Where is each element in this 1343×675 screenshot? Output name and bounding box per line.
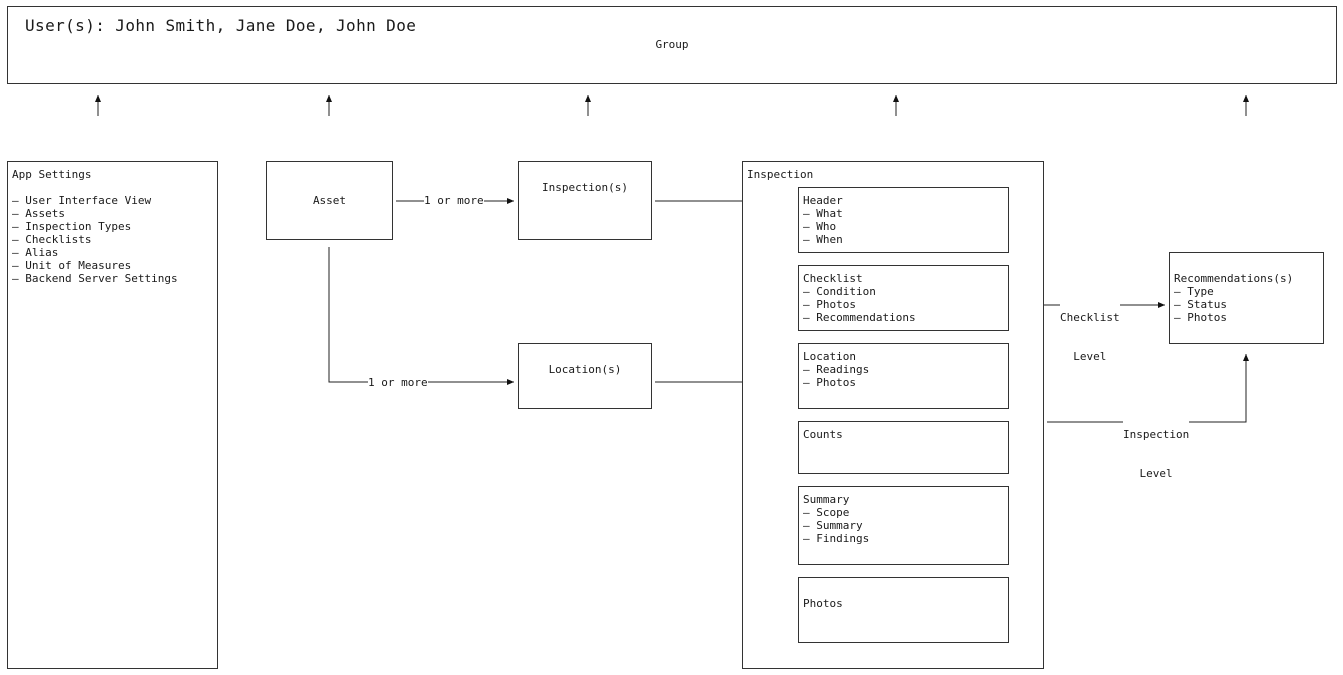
- header-item: What: [803, 207, 1004, 220]
- inspection-location-box: Location Readings Photos: [798, 343, 1009, 409]
- inspections-box: Inspection(s): [518, 161, 652, 240]
- app-settings-list: User Interface View Assets Inspection Ty…: [12, 194, 213, 285]
- checklist-list: Condition Photos Recommendations: [803, 285, 1004, 324]
- checklist-item: Photos: [803, 298, 1004, 311]
- locations-title: Location(s): [548, 363, 622, 376]
- asset-title: Asset: [312, 194, 347, 207]
- header-list: What Who When: [803, 207, 1004, 246]
- inspection-summary-box: Summary Scope Summary Findings: [798, 486, 1009, 565]
- app-settings-item: Checklists: [12, 233, 213, 246]
- recommendations-item: Photos: [1174, 311, 1319, 324]
- summary-item: Summary: [803, 519, 1004, 532]
- app-settings-box: App Settings User Interface View Assets …: [7, 161, 218, 669]
- asset-box: Asset: [266, 161, 393, 240]
- edge-label-checklist-level: Checklist Level: [1060, 285, 1120, 376]
- summary-item: Scope: [803, 506, 1004, 519]
- inspection-header-box: Header What Who When: [798, 187, 1009, 253]
- location-item: Readings: [803, 363, 1004, 376]
- summary-item: Findings: [803, 532, 1004, 545]
- checklist-item: Condition: [803, 285, 1004, 298]
- app-settings-item: Alias: [12, 246, 213, 259]
- app-settings-title: App Settings: [12, 168, 92, 181]
- locations-box: Location(s): [518, 343, 652, 409]
- app-settings-item: User Interface View: [12, 194, 213, 207]
- edge-label-asset-inspections: 1 or more: [424, 194, 484, 207]
- inspection-title: Inspection: [747, 168, 814, 181]
- app-settings-item: Backend Server Settings: [12, 272, 213, 285]
- checklist-item: Recommendations: [803, 311, 1004, 324]
- counts-title: Counts: [803, 428, 843, 441]
- recommendations-item: Type: [1174, 285, 1319, 298]
- inspections-title: Inspection(s): [541, 181, 629, 194]
- photos-title: Photos: [803, 597, 843, 610]
- edge-label-inspection-level: Inspection Level: [1123, 402, 1190, 493]
- inspection-photos-box: Photos: [798, 577, 1009, 643]
- recommendations-title: Recommendations(s): [1174, 272, 1294, 285]
- summary-title: Summary: [803, 493, 850, 506]
- location-item: Photos: [803, 376, 1004, 389]
- group-users: User(s): John Smith, Jane Doe, John Doe: [25, 16, 417, 35]
- location-list: Readings Photos: [803, 363, 1004, 389]
- group-box: User(s): John Smith, Jane Doe, John Doe …: [7, 6, 1337, 84]
- inspection-checklist-box: Checklist Condition Photos Recommendatio…: [798, 265, 1009, 331]
- header-title: Header: [803, 194, 843, 207]
- group-label: Group: [655, 38, 689, 51]
- app-settings-item: Unit of Measures: [12, 259, 213, 272]
- location-title: Location: [803, 350, 856, 363]
- header-item: When: [803, 233, 1004, 246]
- edge-label-asset-locations: 1 or more: [368, 376, 428, 389]
- app-settings-item: Assets: [12, 207, 213, 220]
- recommendations-list: Type Status Photos: [1174, 285, 1319, 324]
- app-settings-item: Inspection Types: [12, 220, 213, 233]
- recommendations-box: Recommendations(s) Type Status Photos: [1169, 252, 1324, 344]
- edge-asset-locations: [328, 247, 514, 385]
- recommendations-item: Status: [1174, 298, 1319, 311]
- checklist-title: Checklist: [803, 272, 863, 285]
- edge-inspection-recommendations: [1047, 354, 1249, 423]
- header-item: Who: [803, 220, 1004, 233]
- inspection-counts-box: Counts: [798, 421, 1009, 474]
- summary-list: Scope Summary Findings: [803, 506, 1004, 545]
